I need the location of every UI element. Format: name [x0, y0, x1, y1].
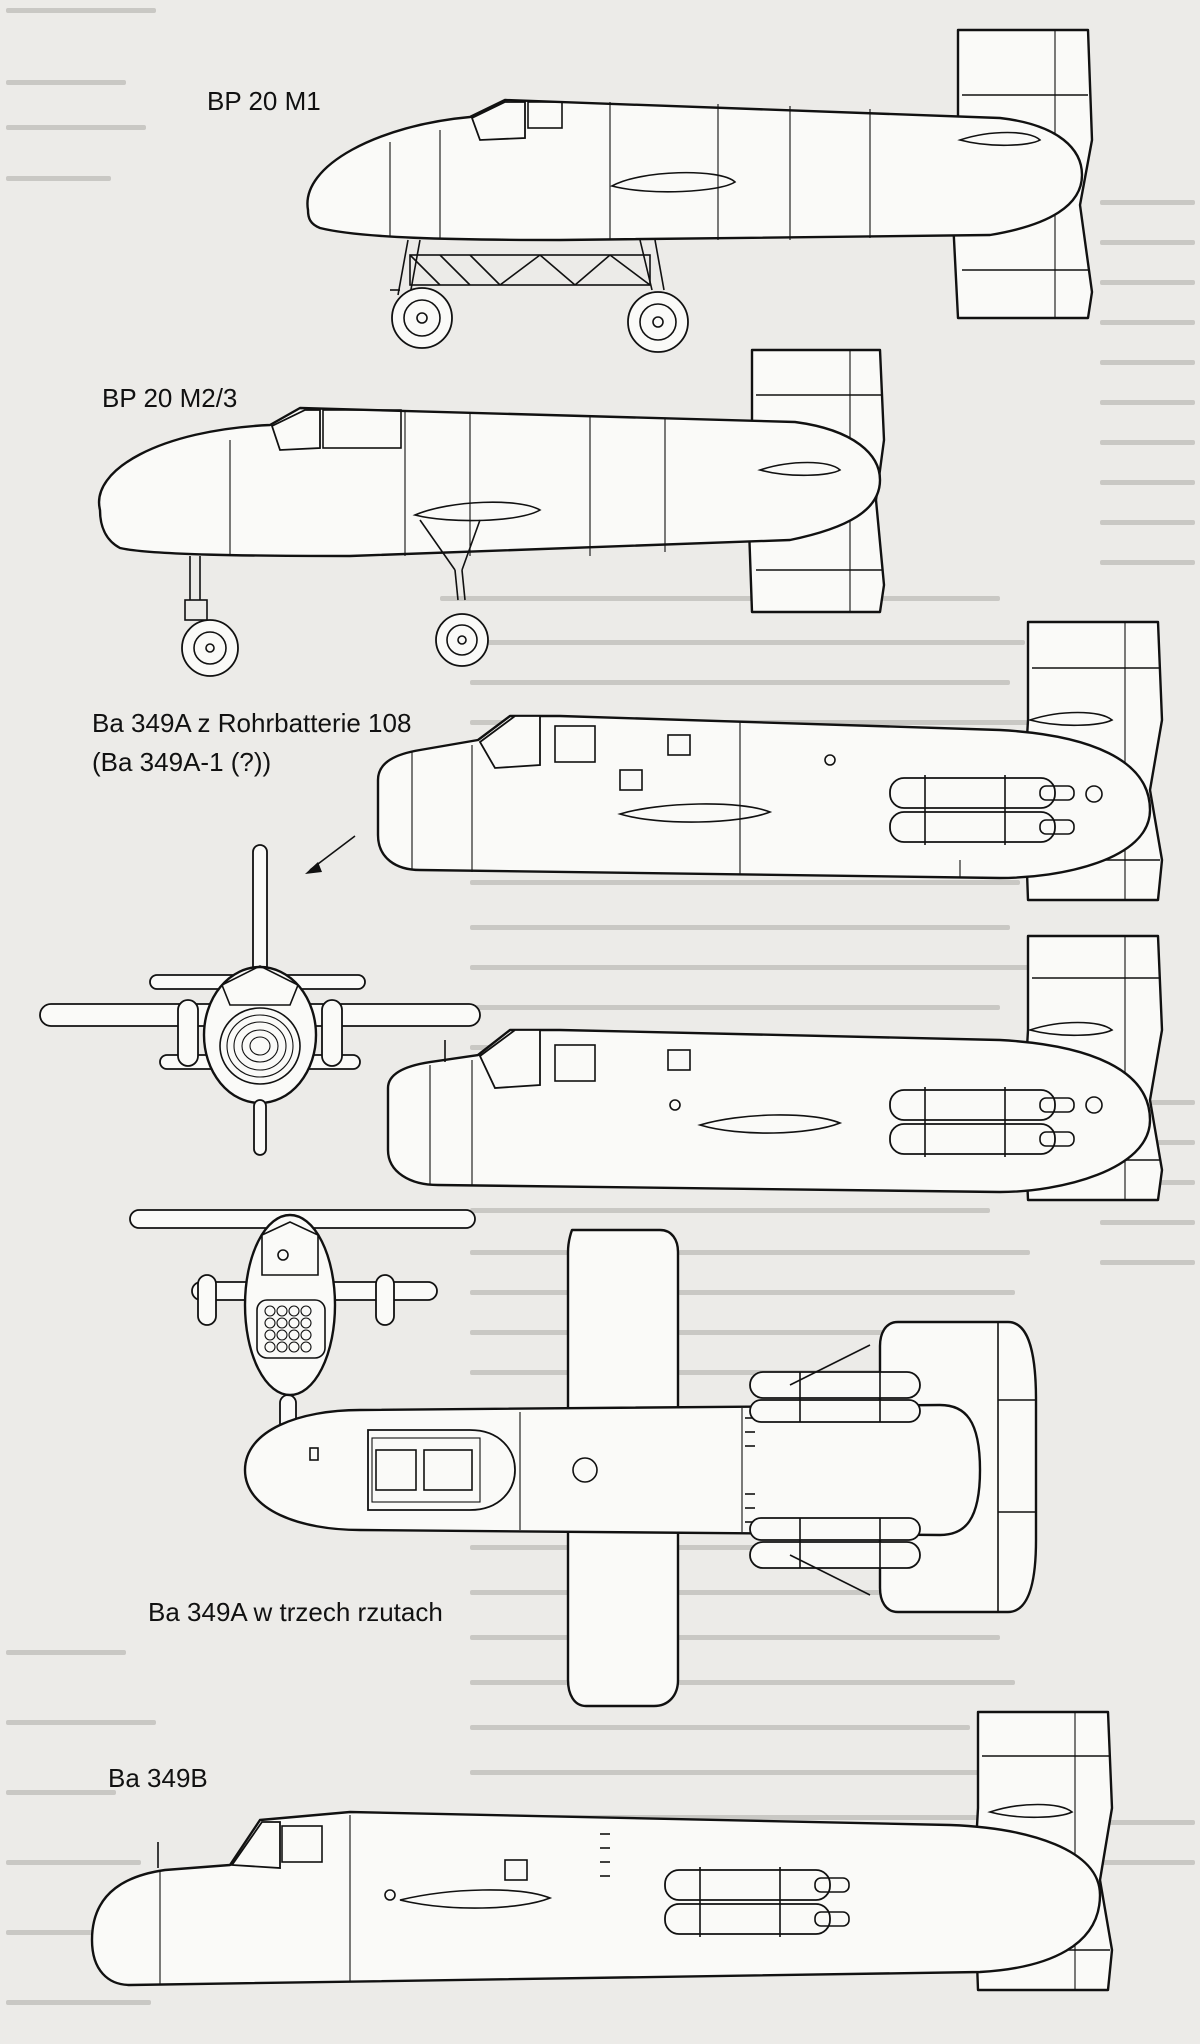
ba349a-rohrbatterie	[889, 775, 1075, 845]
caption-ba349a-three-views: Ba 349A w trzech rzutach	[148, 1597, 443, 1627]
bp20-m1-gear-frame	[409, 254, 651, 286]
bp20-m1-wheel-rear	[627, 291, 689, 353]
drawing-ba349-side-2	[386, 934, 1164, 1202]
front1-lower-fin	[253, 1099, 267, 1156]
bp20-m23-wheel-front	[181, 619, 239, 677]
ba349b-panel-ticks	[600, 1833, 610, 1877]
caption-ba349b: Ba 349B	[108, 1763, 208, 1793]
drawing-ba349b-side	[90, 1710, 1114, 1992]
top-rocket-pod-upper	[749, 1371, 921, 1399]
top-rocket-pod-lower	[749, 1517, 921, 1541]
ba349b-fuselage	[90, 1810, 1102, 1987]
drawing-ba349a-side	[376, 620, 1164, 902]
ba349b-canopy	[230, 1821, 281, 1869]
top-canopy	[367, 1429, 516, 1511]
bp20-m1-canopy	[470, 101, 526, 141]
bp20-m1-fuselage	[306, 98, 1084, 242]
caption-ba349a-rohrbatterie: Ba 349A z Rohrbatterie 108	[92, 708, 412, 738]
drawing-ba349a-top	[243, 1228, 1038, 1708]
drawing-ba349a-front	[39, 835, 481, 1156]
ba349b-rocket-pod	[664, 1869, 831, 1901]
drawing-bp20-m1	[306, 28, 1094, 353]
drawing-ba349-front-2	[129, 1209, 476, 1436]
top-fuselage	[243, 1403, 982, 1537]
bp20-m23-canopy	[270, 409, 321, 451]
front2-rocket-tubes	[264, 1305, 312, 1353]
front2-fuselage	[243, 1213, 337, 1397]
bp20-m23-wheel-main	[435, 613, 489, 667]
bp20-m23-fuselage	[97, 406, 882, 558]
caption-bp20-m1: BP 20 M1	[207, 86, 321, 116]
ba349a-canopy	[478, 715, 541, 769]
drawing-bp20-m23	[97, 348, 886, 677]
caption-bp20-m23: BP 20 M2/3	[102, 383, 238, 413]
bp20-m1-wheel-front	[391, 287, 453, 349]
caption-ba349a-1: (Ba 349A-1 (?))	[92, 747, 272, 777]
